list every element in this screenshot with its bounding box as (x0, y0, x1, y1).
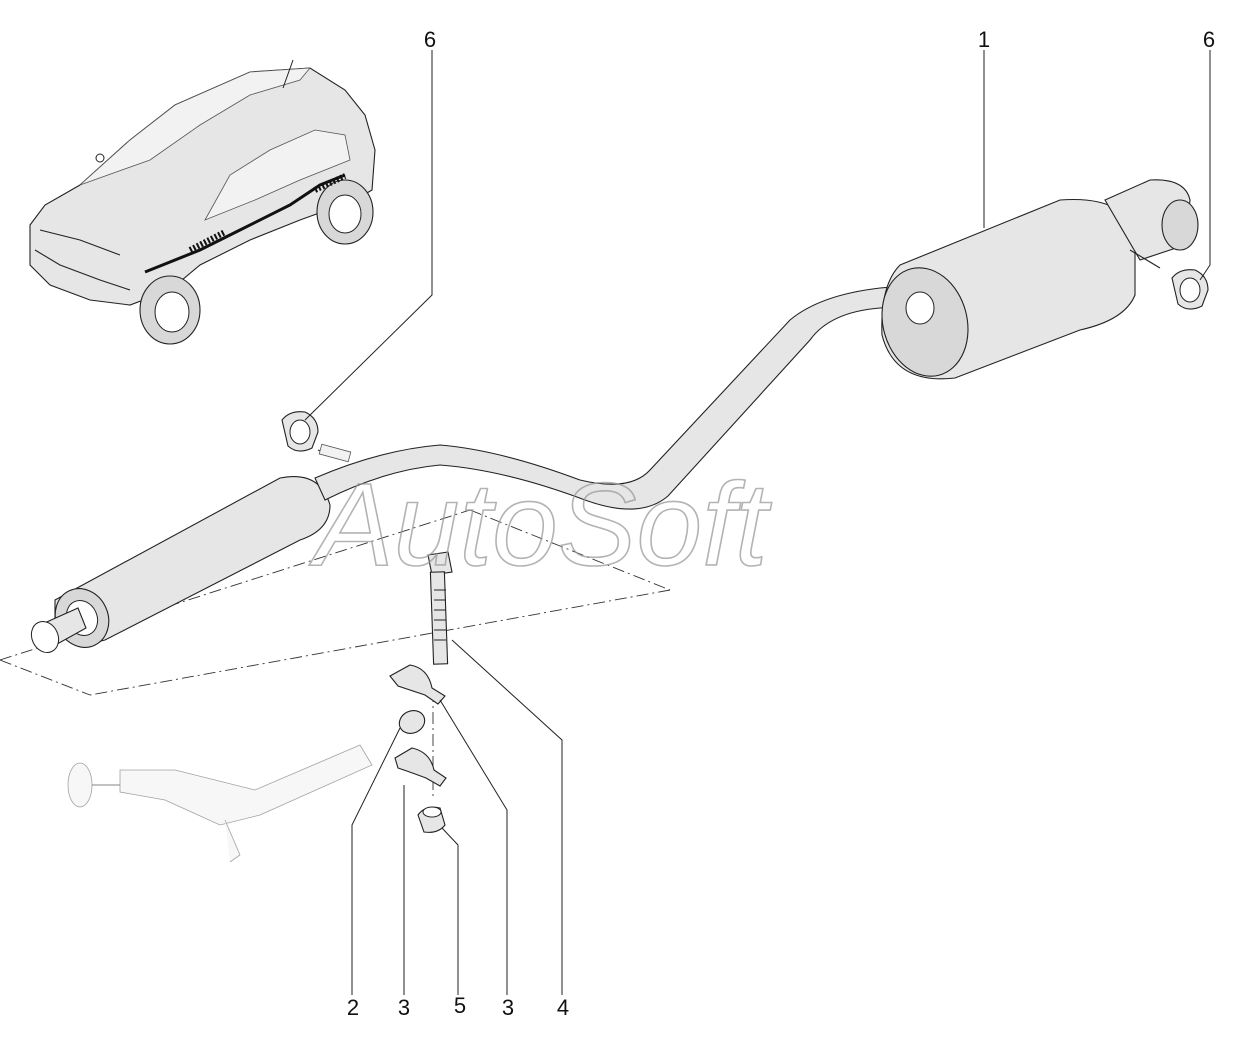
upper-clamp (389, 664, 446, 705)
flange-nut (417, 806, 446, 833)
callout-2-washer: 2 (347, 995, 359, 1020)
leader-lines (304, 50, 1211, 995)
bolt (427, 551, 453, 665)
washer (398, 710, 426, 734)
callout-6-left-hanger: 6 (424, 27, 436, 52)
callout-labels: 1 2 3 5 3 4 6 6 (347, 27, 1215, 1020)
callout-3-lower-clamp: 3 (398, 995, 410, 1020)
callout-3-upper-clamp: 3 (502, 995, 514, 1020)
callout-5-nut: 5 (454, 993, 466, 1018)
callout-1-muffler: 1 (978, 27, 990, 52)
catalytic-converter-reference (67, 744, 373, 863)
callout-4-bolt: 4 (557, 995, 569, 1020)
rubber-hanger-left (281, 411, 319, 452)
rubber-hanger-right (1171, 269, 1209, 310)
autosoft-watermark: AutoSoft (309, 459, 772, 591)
callout-6-right-hanger: 6 (1203, 27, 1215, 52)
front-resonator (30, 476, 331, 654)
lower-clamp (394, 747, 447, 787)
car-overview-illustration (29, 59, 376, 345)
rear-muffler (881, 179, 1199, 380)
